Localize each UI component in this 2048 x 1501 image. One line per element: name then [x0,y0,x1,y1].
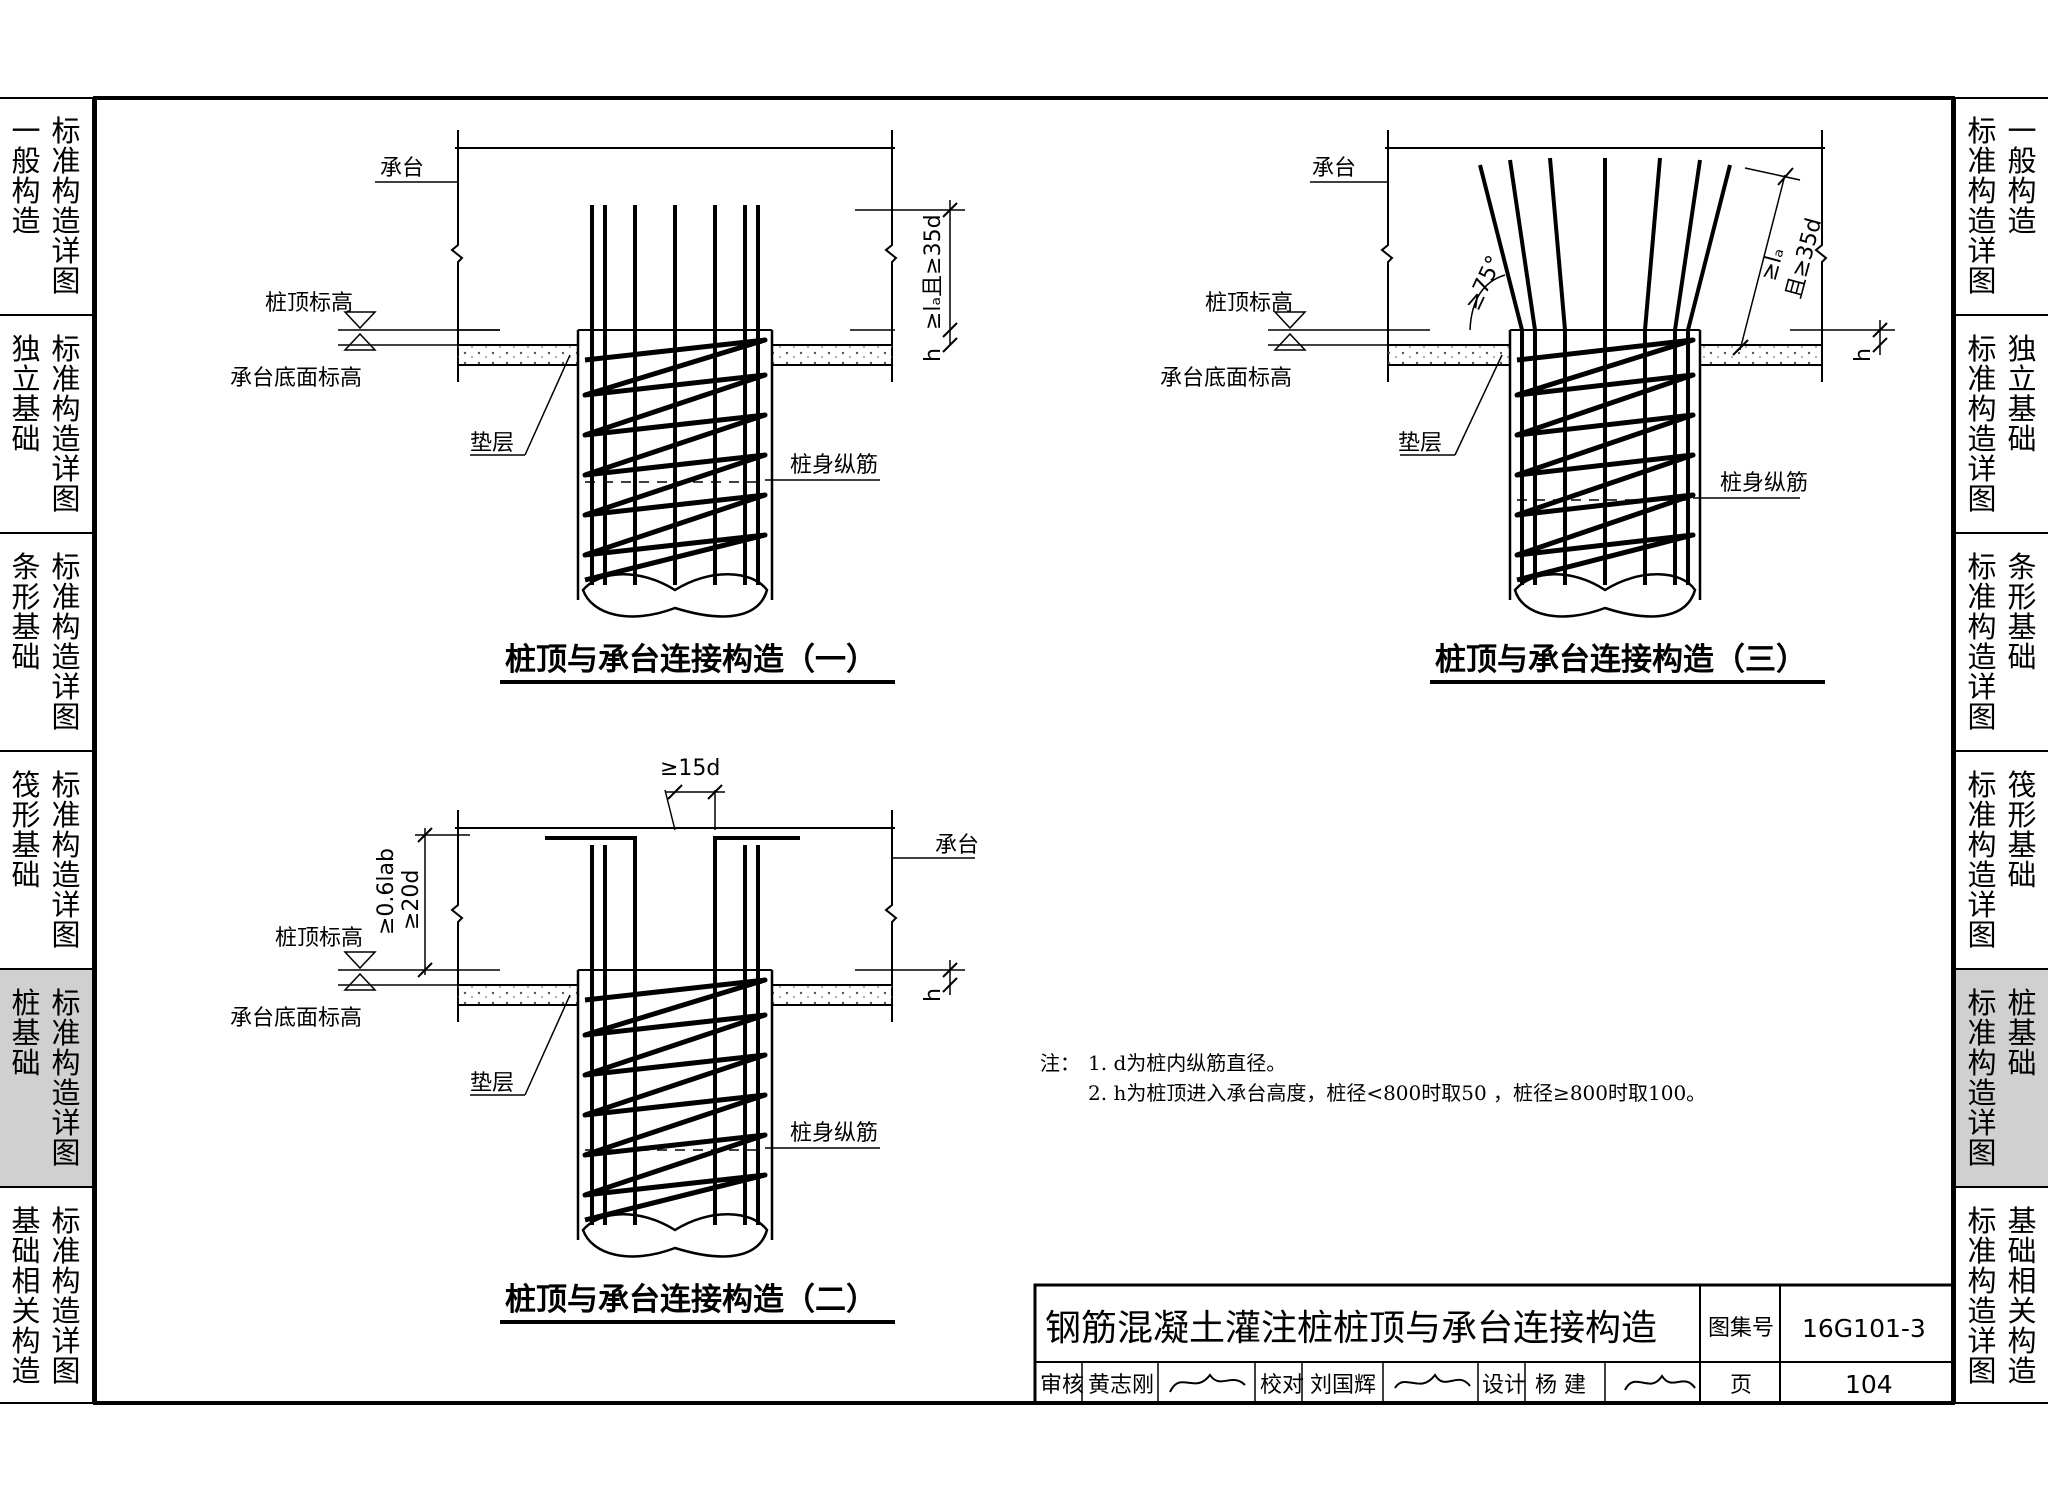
right-tab-4-label-b: 桩基础 [2007,986,2037,1080]
right-tab-3-label-b: 筏形基础 [2007,768,2037,892]
left-tab-2-label-b: 标准构造详图 [51,550,81,734]
d1-dim-h: h [921,348,946,362]
reviewer-signature [1169,1373,1246,1393]
d1-title: 桩顶与承台连接构造（一） [505,642,877,678]
right-tab-2[interactable]: 标准构造详图条形基础 [1954,534,2048,752]
right-tab-5-label-b: 基础相关构造 [2007,1204,2037,1388]
check-label: 校对 [1260,1373,1304,1398]
d2-dim-h: h [921,988,946,1002]
d1-pile-top-label: 桩顶标高 [265,291,353,316]
d3-title: 桩顶与承台连接构造（三） [1435,642,1807,678]
left-tab-4-label-b: 标准构造详图 [51,986,81,1170]
d2-dim-hook: ≥15d [660,756,720,781]
d1-cap-bottom-label: 承台底面标高 [230,366,362,391]
design-label: 设计 [1482,1373,1526,1398]
left-tab-3-label-a: 筏形基础 [11,768,41,892]
d1-cap-label: 承台 [380,156,424,181]
right-tab-4-label-a: 标准构造详图 [1967,986,1997,1170]
atlas-number: 16G101-3 [1802,1314,1926,1343]
right-tab-0-label-a: 标准构造详图 [1967,114,1997,298]
d2-cap-label: 承台 [935,833,979,858]
detail-2: 承台 桩顶标高 承台底面标高 垫层 桩身纵筋 ≥15d ≥0.6lab ≥20d… [230,756,979,1324]
drawing-frame [93,96,1955,1405]
d3-dim-h: h [1851,348,1876,362]
notes-prefix: 注： [1040,1051,1080,1075]
d3-dim-anchor-a: ≥lₐ [1757,245,1790,284]
right-tab-3-label-a: 标准构造详图 [1967,768,1997,952]
left-tab-2-label-a: 条形基础 [11,550,41,674]
review-label: 审核 [1040,1373,1084,1398]
d1-cushion-label: 垫层 [470,431,514,456]
d3-angle-label: ≥75° [1461,252,1508,315]
d1-rebar-label: 桩身纵筋 [790,453,878,478]
right-tab-5[interactable]: 标准构造详图基础相关构造 [1954,1188,2048,1404]
left-tab-1-label-b: 标准构造详图 [51,332,81,516]
d1-dim-anchor: ≥lₐ且≥35d [921,214,946,330]
designer-signature [1624,1374,1696,1391]
d3-cap-bottom-label: 承台底面标高 [1160,366,1292,391]
drawing-title: 钢筋混凝土灌注桩桩顶与承台连接构造 [1045,1308,1657,1349]
d2-cap-bottom-label: 承台底面标高 [230,1006,362,1031]
d2-title: 桩顶与承台连接构造（二） [505,1282,877,1318]
d2-dim-anchor-a: ≥0.6lab [374,848,399,935]
right-tab-1-label-b: 独立基础 [2007,332,2037,456]
left-tab-1-label-a: 独立基础 [11,332,41,456]
left-tab-5-label-b: 标准构造详图 [51,1204,81,1388]
d2-dim-anchor-b: ≥20d [399,870,424,930]
left-tab-4[interactable]: 桩基础标准构造详图 [0,970,94,1188]
left-tab-5-label-a: 基础相关构造 [11,1204,41,1388]
page-number: 104 [1845,1370,1893,1399]
detail-1: 承台 桩顶标高 承台底面标高 垫层 桩身纵筋 ≥lₐ且≥35d h 桩顶与承台连… [230,130,965,684]
designer-name: 杨 建 [1535,1373,1586,1398]
right-tab-2-label-b: 条形基础 [2007,550,2037,674]
d2-pile-top-label: 桩顶标高 [275,926,363,951]
left-tab-5[interactable]: 基础相关构造标准构造详图 [0,1188,94,1404]
d3-cap-label: 承台 [1312,156,1356,181]
detail-3: 承台 桩顶标高 承台底面标高 垫层 桩身纵筋 ≥75° ≥lₐ 且≥35d h … [1160,130,1895,684]
note-2: 2. h为桩顶进入承台高度，桩径<800时取50 ，桩径≥800时取100。 [1088,1081,1706,1105]
right-tab-0-label-b: 一般构造 [2007,114,2037,238]
left-tab-3-label-b: 标准构造详图 [51,768,81,952]
d3-pile-top-label: 桩顶标高 [1205,291,1293,316]
checker-signature [1394,1373,1471,1389]
left-tab-1[interactable]: 独立基础标准构造详图 [0,316,94,534]
right-tab-4[interactable]: 标准构造详图桩基础 [1954,970,2048,1188]
right-tab-1[interactable]: 标准构造详图独立基础 [1954,316,2048,534]
right-tab-2-label-a: 标准构造详图 [1967,550,1997,734]
notes: 注： 1. d为桩内纵筋直径。 2. h为桩顶进入承台高度，桩径<800时取50… [1040,1051,1706,1105]
title-block: 钢筋混凝土灌注桩桩顶与承台连接构造 图集号 16G101-3 审核 黄志刚 校对… [1033,1283,1955,1405]
left-tab-0[interactable]: 一般构造标准构造详图 [0,98,94,316]
left-tab-2[interactable]: 条形基础标准构造详图 [0,534,94,752]
left-tab-4-label-a: 桩基础 [11,986,41,1080]
d3-rebar-label: 桩身纵筋 [1720,471,1808,496]
d3-dim-anchor-b: 且≥35d [1782,215,1827,301]
atlas-label: 图集号 [1708,1316,1774,1341]
page-label: 页 [1730,1373,1752,1398]
note-1: 1. d为桩内纵筋直径。 [1088,1051,1286,1075]
checker-name: 刘国辉 [1310,1373,1376,1398]
right-tab-1-label-a: 标准构造详图 [1967,332,1997,516]
d2-cushion-label: 垫层 [470,1071,514,1096]
d2-rebar-label: 桩身纵筋 [790,1121,878,1146]
right-tab-5-label-a: 标准构造详图 [1967,1204,1997,1388]
d3-cushion-label: 垫层 [1398,431,1442,456]
left-tab-0-label-a: 一般构造 [11,114,41,238]
reviewer-name: 黄志刚 [1088,1373,1154,1398]
left-tab-0-label-b: 标准构造详图 [51,114,81,298]
